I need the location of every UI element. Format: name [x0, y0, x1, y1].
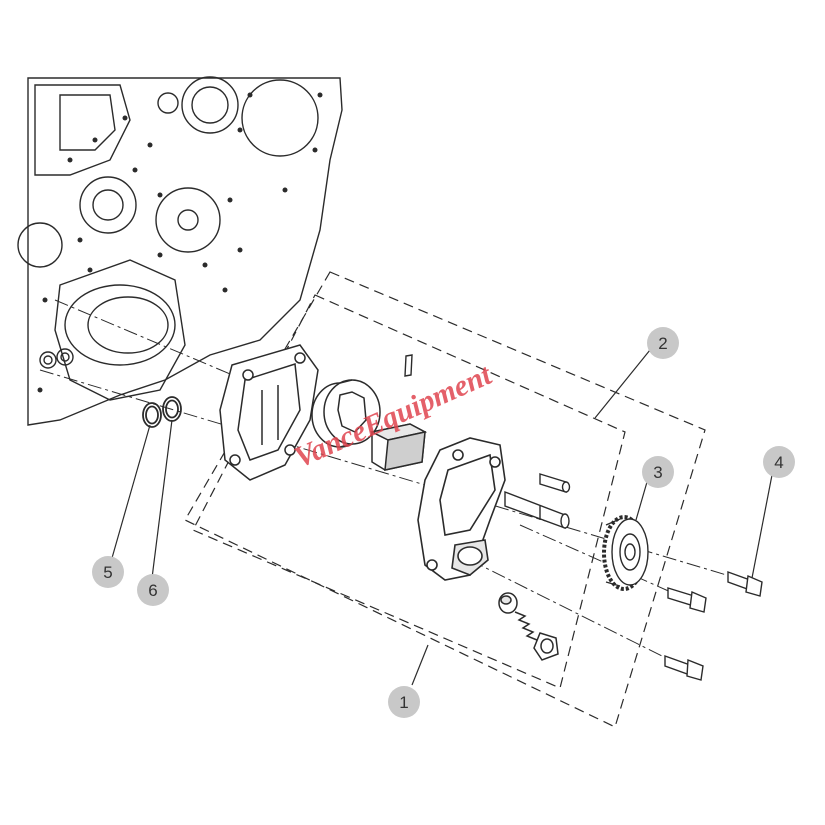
callout-6: 6 — [137, 574, 169, 606]
relief-valve-spring — [514, 611, 538, 641]
plate-bolt-holes — [37, 92, 323, 393]
callout-6-label: 6 — [148, 581, 157, 600]
callout-2-label: 2 — [658, 334, 667, 353]
pump-housing — [417, 437, 506, 581]
drive-shaft — [504, 490, 570, 530]
callout-5-label: 5 — [103, 563, 112, 582]
pump-back-plate — [219, 344, 319, 481]
mounting-bolts — [664, 571, 763, 681]
callout-4-label: 4 — [774, 453, 783, 472]
dowel-pin — [404, 354, 413, 377]
callout-leader-lines — [111, 349, 773, 686]
engine-front-plate — [17, 76, 343, 426]
callout-1-label: 1 — [399, 693, 408, 712]
callout-3: 3 — [642, 456, 674, 488]
outer-rotor — [311, 379, 381, 448]
callout-5: 5 — [92, 556, 124, 588]
pump-drive-gear — [602, 515, 649, 591]
inner-rotor — [369, 423, 428, 471]
callout-1: 1 — [388, 686, 420, 718]
callout-3-label: 3 — [653, 463, 662, 482]
callout-4: 4 — [763, 446, 795, 478]
relief-valve-plunger — [498, 592, 518, 614]
set-screw — [539, 473, 571, 493]
callout-2: 2 — [647, 327, 679, 359]
relief-valve-plug — [533, 632, 559, 661]
